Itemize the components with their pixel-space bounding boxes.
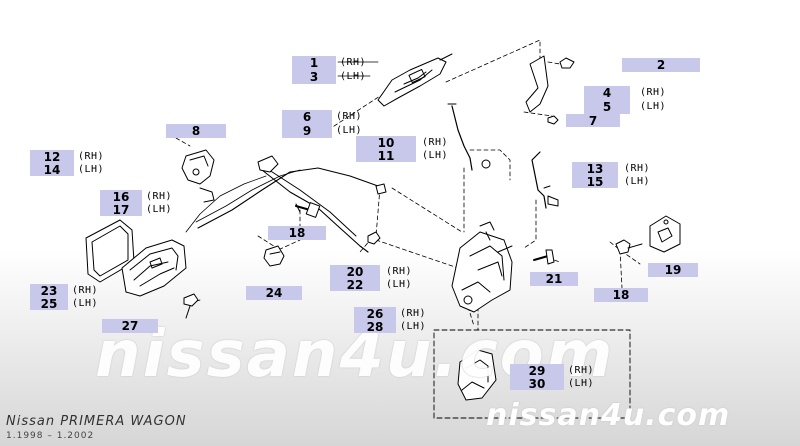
side-label-rh: (RH)	[422, 137, 449, 148]
watermark-bottom: nissan4u.com	[486, 398, 731, 433]
callout-part-16[interactable]: 16	[100, 190, 142, 204]
striker-19	[649, 215, 681, 253]
cable-6-9	[197, 167, 379, 229]
callout-part-7[interactable]: 7	[566, 114, 620, 128]
side-label-lh: (LH)	[78, 164, 105, 175]
side-label-lh: (LH)	[400, 321, 427, 332]
callout-part-3[interactable]: 3	[292, 70, 336, 84]
side-label-rh: (RH)	[336, 111, 363, 122]
callout-part-21[interactable]: 21	[530, 272, 578, 286]
bracket-part	[525, 55, 575, 113]
screw-18b	[615, 239, 643, 255]
callout-part-29[interactable]: 29	[510, 364, 564, 378]
screw-27	[183, 293, 199, 319]
outside-handle-part	[377, 53, 453, 107]
side-label-rh: (RH)	[400, 308, 427, 319]
callout-part-5[interactable]: 5	[584, 100, 630, 114]
screw-18a	[295, 202, 321, 218]
side-label-rh: (RH)	[78, 151, 105, 162]
callout-part-23[interactable]: 23	[30, 284, 68, 298]
callout-part-2[interactable]: 2	[622, 58, 700, 72]
cable-clip	[367, 231, 381, 245]
side-label-rh: (RH)	[568, 365, 595, 376]
callout-part-26[interactable]: 26	[354, 307, 396, 321]
callout-part-22[interactable]: 22	[330, 278, 380, 292]
side-label-lh: (LH)	[422, 150, 449, 161]
callout-part-13[interactable]: 13	[572, 162, 618, 176]
lock-rod	[451, 105, 473, 171]
production-dates: 1.1998 – 1.2002	[6, 431, 95, 441]
callout-part-24[interactable]: 24	[246, 286, 302, 300]
callout-part-25[interactable]: 25	[30, 297, 68, 311]
side-label-rh: (RH)	[640, 87, 667, 98]
actuator-part	[457, 349, 497, 401]
side-label-rh: (RH)	[624, 163, 651, 174]
door-lock-part	[451, 221, 513, 313]
inside-rod	[531, 151, 547, 209]
side-label-rh: (RH)	[340, 57, 367, 68]
screw-21	[533, 249, 555, 265]
side-label-rh: (RH)	[146, 191, 173, 202]
cable-16-17	[261, 169, 369, 253]
leader-lines	[175, 39, 641, 331]
callout-part-17[interactable]: 17	[100, 203, 142, 217]
callout-part-1[interactable]: 1	[292, 56, 336, 70]
callout-part-15[interactable]: 15	[572, 175, 618, 189]
rod-clip	[481, 159, 491, 169]
side-label-lh: (LH)	[336, 125, 363, 136]
callout-part-4[interactable]: 4	[584, 86, 630, 100]
side-label-lh: (LH)	[624, 176, 651, 187]
callout-part-6[interactable]: 6	[282, 110, 332, 124]
callout-part-11[interactable]: 11	[356, 149, 416, 163]
callout-part-27[interactable]: 27	[102, 319, 158, 333]
screw-7	[547, 115, 559, 125]
callout-part-20[interactable]: 20	[330, 265, 380, 279]
escutcheon-part	[85, 219, 135, 283]
actuator-frame	[433, 329, 631, 419]
side-label-lh: (LH)	[72, 298, 99, 309]
callout-part-8[interactable]: 8	[166, 124, 226, 138]
clip-24	[263, 245, 285, 267]
callout-part-9[interactable]: 9	[282, 124, 332, 138]
side-label-lh: (LH)	[640, 101, 667, 112]
side-label-rh: (RH)	[72, 285, 99, 296]
callout-part-18-lower[interactable]: 18	[594, 288, 648, 302]
callout-part-30[interactable]: 30	[510, 377, 564, 391]
callout-part-18[interactable]: 18	[268, 226, 326, 240]
side-label-lh: (LH)	[386, 279, 413, 290]
inside-handle-part	[121, 239, 187, 297]
diagram-title: Nissan PRIMERA WAGON	[6, 414, 187, 429]
side-label-lh: (LH)	[146, 204, 173, 215]
callout-part-19[interactable]: 19	[648, 263, 698, 277]
side-label-lh: (LH)	[568, 378, 595, 389]
callout-part-12[interactable]: 12	[30, 150, 74, 164]
callout-part-28[interactable]: 28	[354, 320, 396, 334]
callout-part-10[interactable]: 10	[356, 136, 416, 150]
bracket-8	[181, 149, 215, 203]
callout-part-14[interactable]: 14	[30, 163, 74, 177]
side-label-rh: (RH)	[386, 266, 413, 277]
side-label-lh: (LH)	[340, 71, 367, 82]
